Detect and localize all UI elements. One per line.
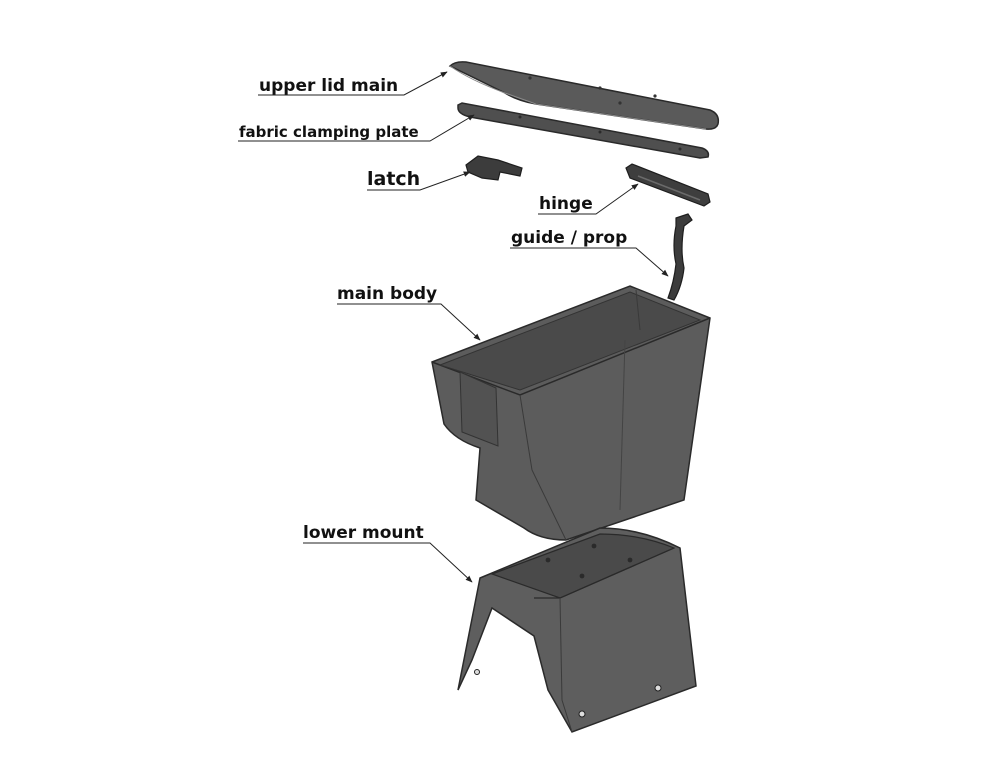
upper-lid-main-part xyxy=(448,61,720,130)
leader-main-body xyxy=(337,303,481,341)
latch-part xyxy=(465,155,523,181)
main-body-part xyxy=(431,285,711,541)
guide-prop-part xyxy=(667,213,693,301)
fabric-clamping-plate-part xyxy=(457,102,710,159)
label-guide-prop: guide / prop xyxy=(511,228,628,248)
lower-mount-part xyxy=(457,527,697,733)
label-upper-lid-main: upper lid main xyxy=(259,76,399,96)
label-lower-mount: lower mount xyxy=(303,523,424,543)
label-hinge: hinge xyxy=(539,194,593,214)
leader-lower-mount xyxy=(303,542,473,583)
hinge-part xyxy=(625,163,711,207)
label-main-body: main body xyxy=(337,284,438,304)
leader-latch xyxy=(367,171,471,191)
leader-hinge xyxy=(538,183,639,215)
leader-fabric-clamping-plate xyxy=(238,114,475,142)
label-latch: latch xyxy=(367,168,421,190)
leader-upper-lid-main xyxy=(258,71,448,96)
leader-guide-prop xyxy=(510,247,669,277)
label-fabric-clamping-plate: fabric clamping plate xyxy=(239,123,419,141)
leader-lines xyxy=(238,71,669,583)
